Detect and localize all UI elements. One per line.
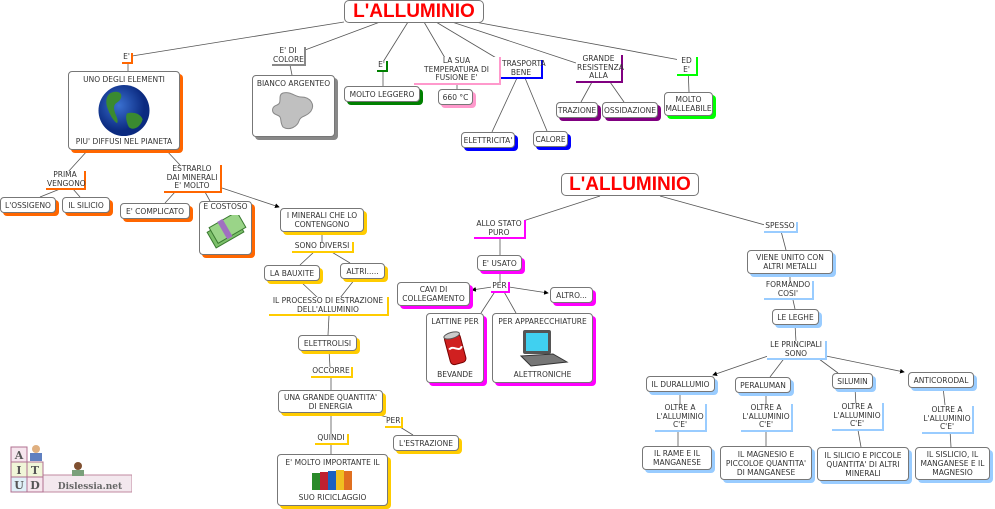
node-elementi-diffusi: UNO DEGLI ELEMENTI PIU' DIFFUSI NEL PIAN… — [68, 71, 180, 150]
recycling-bins-icon — [311, 470, 352, 490]
link-oltre: OLTRE A L'ALLUMINIO C'E' — [832, 402, 884, 431]
node-alloy: SILUMIN — [832, 373, 873, 389]
node-text: E COSTOSO — [203, 202, 248, 211]
earth-globe-icon — [98, 84, 150, 137]
link-oltre: OLTRE A L'ALLUMINIO C'E' — [922, 405, 974, 434]
node-bianco-argenteo: BIANCO ARGENTEO — [252, 75, 335, 137]
node-estrazione: L'ESTRAZIONE — [393, 435, 459, 451]
node-altro: ALTRO... — [550, 287, 593, 303]
node-text: ALETTRONICHE — [513, 370, 572, 379]
link-per: PER — [491, 281, 510, 293]
link-occorre: OCCORRE — [311, 366, 353, 378]
node-text: E' MOLTO IMPORTANTE IL — [285, 458, 380, 467]
node-alloy: ANTICORODAL — [908, 372, 974, 388]
node-cavi: CAVI DI COLLEGAMENTO — [397, 282, 470, 306]
node-trazione: TRAZIONE — [556, 102, 598, 118]
node-alloy: IL DURALLUMIO — [646, 376, 715, 392]
second-title: L'ALLUMINIO — [561, 173, 699, 196]
node-ossidazione: OSSIDAZIONE — [602, 102, 658, 118]
node-costoso: E COSTOSO — [199, 201, 252, 255]
node-energia: UNA GRANDE QUANTITA' DI ENERGIA — [278, 390, 383, 413]
money-icon — [205, 214, 247, 249]
node-text: SUO RICICLAGGIO — [298, 493, 367, 502]
link-formando: FORMANDO COSI' — [764, 280, 814, 301]
node-text: BEVANDE — [437, 370, 473, 379]
laptop-icon — [519, 330, 569, 367]
node-elettricita: ELETTRICITA' — [461, 132, 515, 148]
svg-text:Dislessia.net: Dislessia.net — [58, 482, 123, 492]
node-malleabile: MOLTO MALLEABILE — [664, 92, 713, 116]
svg-text:D: D — [30, 479, 40, 492]
link-temperatura: LA SUA TEMPERATURA DI FUSIONE E' — [414, 56, 501, 85]
node-660: 660 °C — [438, 89, 473, 105]
link-per: PER — [385, 416, 403, 428]
node-complicato: E' COMPLICATO — [120, 203, 190, 219]
link-estrarlo: ESTRARLO DAI MINERALI E' MOLTO — [164, 164, 222, 193]
link-resistenza: GRANDE RESISTENZA ALLA — [576, 54, 624, 83]
svg-text:U: U — [14, 479, 24, 492]
link-e: E' — [122, 52, 133, 64]
node-minerali: I MINERALI CHE LO CONTENGONO — [280, 208, 364, 232]
link-principali: LE PRINCIPALI SONO — [767, 340, 827, 361]
node-unito: VIENE UNITO CON ALTRI METALLI — [747, 250, 833, 274]
node-apparecchiature: PER APPARECCHIATURE ALETTRONICHE — [492, 313, 593, 383]
link-prima-vengono: PRIMA VENGONO — [46, 170, 86, 191]
svg-text:T: T — [31, 464, 40, 477]
node-alloy-content: IL SILICIO E PICCOLE QUANTITA' DI ALTRI … — [817, 447, 909, 481]
link-spesso: SPESSO — [764, 221, 798, 233]
link-ed-e: ED E' — [677, 56, 698, 77]
link-di-colore: E' DI COLORE — [272, 46, 306, 67]
node-calore: CALORE — [533, 131, 568, 147]
node-usato: E' USATO — [477, 255, 522, 271]
link-processo: IL PROCESSO DI ESTRAZIONE DELL'ALLUMINIO — [269, 296, 389, 317]
node-alloy-content: IL RAME E IL MANGANESE — [642, 446, 712, 470]
aluminium-blob-icon — [271, 92, 313, 130]
node-bauxite: LA BAUXITE — [264, 265, 320, 281]
svg-text:A: A — [14, 449, 24, 462]
link-e: E' — [377, 60, 388, 72]
link-trasporta-bene: TRASPORTA BENE — [501, 59, 546, 80]
node-text: BIANCO ARGENTEO — [256, 79, 331, 88]
node-molto-leggero: MOLTO LEGGERO — [344, 86, 420, 102]
link-allo-stato-puro: ALLO STATO PURO — [474, 219, 526, 240]
node-silicio: IL SILICIO — [62, 197, 110, 213]
main-title: L'ALLUMINIO — [344, 0, 484, 23]
node-text: PIU' DIFFUSI NEL PIANETA — [75, 137, 173, 146]
node-lattine: LATTINE PER BEVANDE — [426, 313, 484, 383]
node-riciclaggio: E' MOLTO IMPORTANTE IL SUO RICICLAGGIO — [277, 454, 388, 506]
node-text: LATTINE PER — [431, 317, 479, 326]
node-text: PER APPARECCHIATURE — [498, 317, 587, 326]
link-sono-diversi: SONO DIVERSI — [292, 241, 354, 253]
node-alloy-content: IL MAGNESIO E PICCOLOE QUANTITA' DI MANG… — [720, 446, 812, 480]
node-altri: ALTRI..... — [340, 263, 385, 279]
svg-text:I: I — [16, 464, 21, 477]
node-text: UNO DEGLI ELEMENTI — [83, 75, 165, 84]
soda-can-icon — [443, 331, 467, 366]
node-alloy-content: IL SISLICIO, IL MANGANESE E IL MAGNESIO — [915, 447, 990, 480]
node-ossigeno: L'OSSIGENO — [0, 197, 56, 213]
link-oltre: OLTRE A L'ALLUMINIO C'E' — [741, 403, 793, 432]
node-leghe: LE LEGHE — [772, 309, 819, 325]
link-quindi: QUINDI — [315, 433, 349, 445]
node-alloy: PERALUMAN — [735, 377, 791, 393]
node-elettrolisi: ELETTROLISI — [298, 335, 357, 351]
link-oltre: OLTRE A L'ALLUMINIO C'E' — [655, 403, 707, 432]
